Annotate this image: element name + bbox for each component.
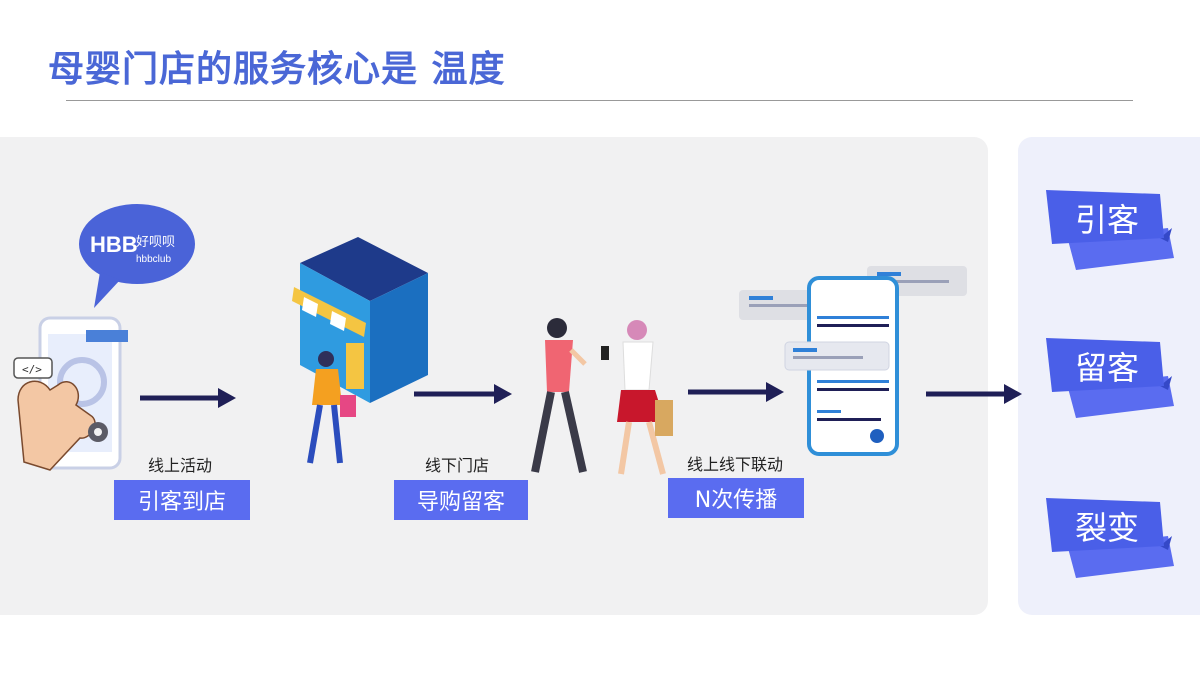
svg-text:</>: </> — [22, 363, 42, 376]
brand-logo-sub: hbbclub — [136, 254, 171, 265]
phone-hand-icon: HBB 好呗呗 hbbclub </> — [13, 204, 195, 471]
page-title: 母婴门店的服务核心是 温度 — [48, 49, 506, 90]
shopper-icon — [307, 351, 356, 464]
mobile-feed-icon — [739, 266, 967, 456]
step-label-o2o: N次传播 — [668, 478, 804, 518]
friends-icon — [531, 318, 673, 475]
ribbon-shape — [1046, 190, 1174, 270]
step-caption-online: 线上活动 — [148, 456, 213, 475]
side-item-spread: 裂变 — [1074, 509, 1139, 547]
brand-logo-text: HBB — [90, 232, 138, 257]
ribbon-shape — [1046, 338, 1174, 418]
step-label-offline: 导购留客 — [394, 480, 528, 520]
store-icon — [292, 237, 428, 464]
chat-bubble-icon — [79, 204, 195, 284]
title-divider — [66, 100, 1133, 101]
brand-logo-name: 好呗呗 — [136, 235, 175, 250]
step-label-online: 引客到店 — [114, 480, 250, 520]
step-caption-o2o: 线上线下联动 — [687, 455, 784, 474]
arrow-right-icon — [926, 384, 1022, 404]
side-item-retain: 留客 — [1074, 349, 1139, 387]
arrow-right-icon — [414, 384, 512, 404]
arrow-right-icon — [140, 388, 236, 408]
ribbon-shape — [1046, 498, 1174, 578]
step-caption-offline: 线下门店 — [425, 456, 490, 475]
gear-icon — [88, 422, 108, 442]
arrow-right-icon — [688, 382, 784, 402]
side-item-attract: 引客 — [1074, 201, 1139, 239]
